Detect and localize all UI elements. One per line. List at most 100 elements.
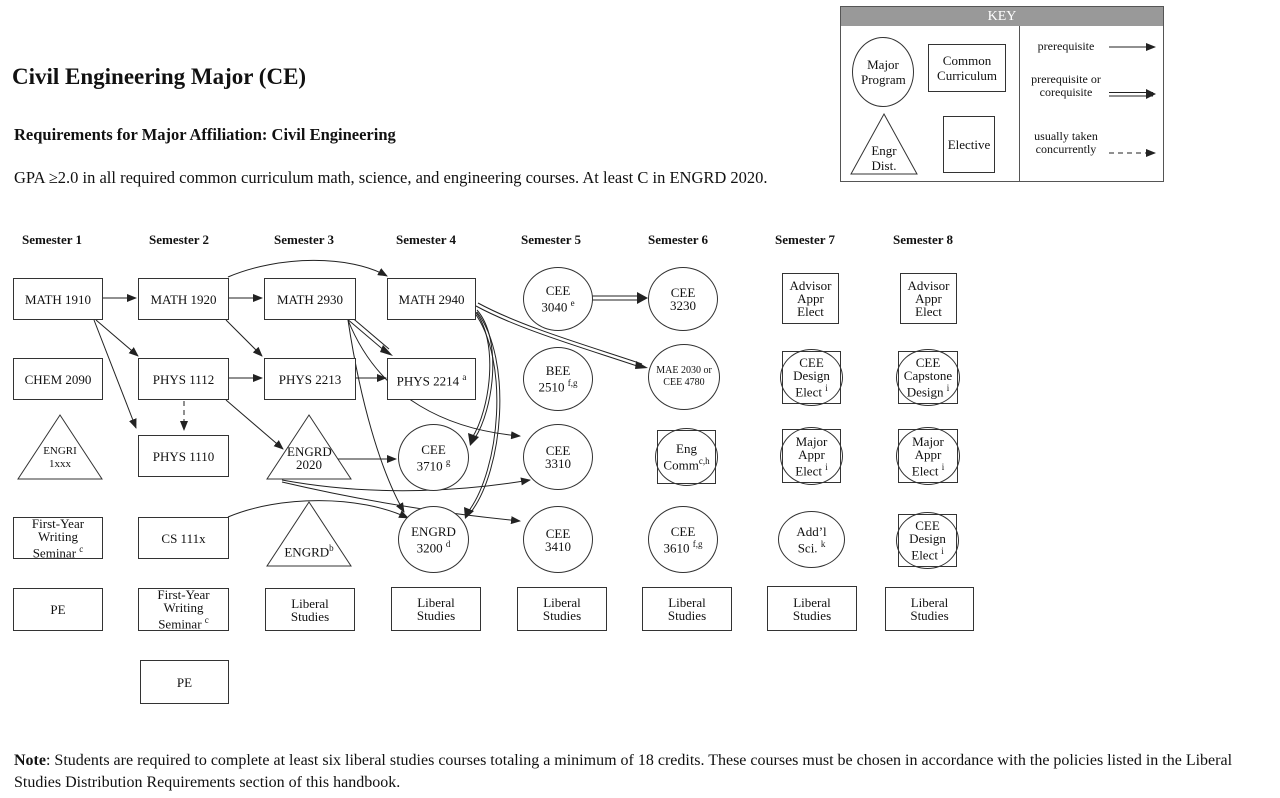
arrow-math1920-phys2213	[225, 319, 263, 357]
course-addl-sci: Add’l Sci. k	[778, 511, 845, 568]
course-cee3230: CEE 3230	[648, 267, 718, 331]
note-text: : Students are required to complete at l…	[14, 752, 1233, 791]
course-major-elect-s7-label: Major Appr Elect i	[795, 433, 828, 479]
course-fws-s1: First-Year Writing Seminar c	[13, 517, 103, 559]
key-engr-dist-shape: Engr Dist.	[850, 112, 918, 175]
engr-dist-triangle-icon	[266, 501, 352, 567]
course-cee3710: CEE 3710 g	[398, 424, 469, 491]
course-engcomm-label: Eng Commc,h	[663, 441, 710, 473]
key-major-program-label: Major Program	[861, 57, 906, 87]
arrow-math1910-phys1112	[95, 319, 139, 357]
course-chem2090-label: CHEM 2090	[24, 371, 92, 387]
course-phys1112: PHYS 1112	[138, 358, 229, 400]
course-ls-s7: Liberal Studies	[767, 586, 857, 631]
course-capstone-design: CEE Capstone Design i	[896, 349, 960, 406]
course-design-elect-s8: CEE Design Elect i	[896, 512, 959, 569]
course-phys1110: PHYS 1110	[138, 435, 229, 477]
key-prerequisite-label: prerequisite	[1037, 39, 1095, 53]
course-major-elect-s8-label: Major Appr Elect i	[911, 433, 945, 479]
arrowhead-math2940-mae	[635, 361, 648, 369]
key-legend: KEY Major Program Common Curriculum Engr…	[840, 6, 1164, 182]
course-mae2030-label: MAE 2030 or CEE 4780	[656, 365, 712, 388]
key-engr-dist-label: Engr Dist.	[871, 143, 897, 173]
page-title: Civil Engineering Major (CE)	[12, 64, 307, 89]
semester-7-header: Semester 7	[775, 232, 836, 247]
course-ls-s5: Liberal Studies	[517, 587, 607, 631]
course-mae2030: MAE 2030 or CEE 4780	[648, 344, 720, 410]
course-fws-s2-label: First-Year Writing Seminar c	[157, 587, 210, 632]
course-fws-s1-label: First-Year Writing Seminar c	[31, 515, 85, 561]
course-math2940-label: MATH 2940	[398, 291, 465, 307]
arrowhead-math2930-phys2214	[380, 345, 393, 356]
page-subtitle: Requirements for Major Affiliation: Civi…	[14, 125, 396, 144]
course-math1910: MATH 1910	[13, 278, 103, 320]
arrowhead-cee3040-cee3230	[637, 292, 648, 304]
course-major-elect-s7: Major Appr Elect i	[780, 427, 843, 485]
course-cee3410: CEE 3410	[523, 506, 593, 573]
course-math2930-label: MATH 2930	[276, 291, 344, 307]
course-ls-s4: Liberal Studies	[391, 587, 481, 631]
semester-1-header: Semester 1	[22, 232, 83, 247]
key-major-program-shape: Major Program	[852, 37, 914, 107]
course-ls-s6: Liberal Studies	[642, 587, 732, 631]
key-prereq-or-coreq-arrow	[1146, 89, 1156, 99]
footnote-note: Note: Students are required to complete …	[14, 750, 1276, 794]
course-cee3610-label: CEE 3610 f,g	[663, 523, 703, 556]
course-design-elect-s8-label: CEE Design Elect i	[909, 518, 946, 563]
course-ls-s8-label: Liberal Studies	[910, 595, 949, 623]
arrow-math1920-math2940	[227, 259, 388, 278]
course-phys1110-label: PHYS 1110	[152, 448, 215, 464]
key-common-curriculum-label: Common Curriculum	[937, 53, 997, 83]
course-cee3610: CEE 3610 f,g	[648, 506, 718, 573]
course-engri-label: ENGRI 1xxx	[43, 445, 77, 470]
course-design-elect-s7-label: CEE Design Elect i	[793, 355, 830, 400]
arrow-math2930-engrd3200	[347, 319, 405, 513]
course-advisor-elect-s8-label: Advisor Appr Elect	[907, 278, 950, 319]
key-elective-label: Elective	[947, 137, 991, 152]
key-header: KEY	[841, 7, 1163, 26]
semester-6-header: Semester 6	[648, 232, 709, 247]
semester-4-header: Semester 4	[396, 232, 457, 247]
course-math1920: MATH 1920	[138, 278, 229, 320]
course-math1920-label: MATH 1920	[150, 291, 217, 307]
course-cee3310-label: CEE 3310	[545, 443, 571, 471]
course-cee3410-label: CEE 3410	[545, 525, 571, 554]
course-fws-s2: First-Year Writing Seminar c	[138, 588, 229, 631]
course-math2940: MATH 2940	[387, 278, 476, 320]
course-cee3230-label: CEE 3230	[670, 285, 696, 313]
key-common-curriculum-shape: Common Curriculum	[928, 44, 1006, 92]
key-prereq-or-coreq-label: prerequisite or corequisite	[1031, 72, 1101, 99]
course-cee3710-label: CEE 3710 g	[416, 441, 451, 474]
arrowhead-math2940-cee3710	[468, 433, 479, 446]
course-phys2214-label: PHYS 2214 a	[396, 371, 467, 389]
key-triangle-icon	[850, 112, 918, 175]
key-arrow-samples	[1109, 43, 1156, 157]
course-phys1112-label: PHYS 1112	[152, 371, 215, 387]
course-ls-s3-label: Liberal Studies	[290, 595, 330, 624]
course-engrd-elective: ENGRDb	[266, 501, 352, 567]
gpa-requirement: GPA ≥2.0 in all required common curricul…	[14, 168, 768, 187]
arrow-engrd2020-cee3310	[281, 477, 531, 492]
engr-dist-triangle-icon	[266, 414, 352, 480]
course-ls-s6-label: Liberal Studies	[667, 595, 707, 623]
course-engri: ENGRI 1xxx	[17, 414, 103, 480]
course-advisor-elect-s8: Advisor Appr Elect	[900, 273, 957, 324]
course-addl-sci-label: Add’l Sci. k	[796, 523, 827, 556]
course-engcomm: Eng Commc,h	[655, 428, 718, 486]
course-pe-s2: PE	[140, 660, 229, 704]
course-design-elect-s7: CEE Design Elect i	[780, 349, 843, 406]
key-usually-concurrent-label: usually taken concurrently	[1034, 129, 1098, 156]
arrowhead-math2940-engrd3200	[464, 507, 474, 519]
course-engrd2020: ENGRD 2020	[266, 414, 352, 480]
key-divider	[1019, 26, 1020, 181]
course-engrd3200-label: ENGRD 3200 d	[411, 523, 456, 556]
course-capstone-design-label: CEE Capstone Design i	[903, 355, 953, 400]
course-phys2213: PHYS 2213	[264, 358, 356, 400]
semester-5-header: Semester 5	[521, 232, 582, 247]
course-bee2510-label: BEE 2510 f,g	[538, 363, 578, 395]
course-ls-s7-label: Liberal Studies	[792, 594, 832, 623]
course-engrd3200: ENGRD 3200 d	[398, 506, 469, 573]
course-cs111x: CS 111x	[138, 517, 229, 559]
course-advisor-elect-s7-label: Advisor Appr Elect	[789, 278, 832, 319]
course-pe-s1: PE	[13, 588, 103, 631]
